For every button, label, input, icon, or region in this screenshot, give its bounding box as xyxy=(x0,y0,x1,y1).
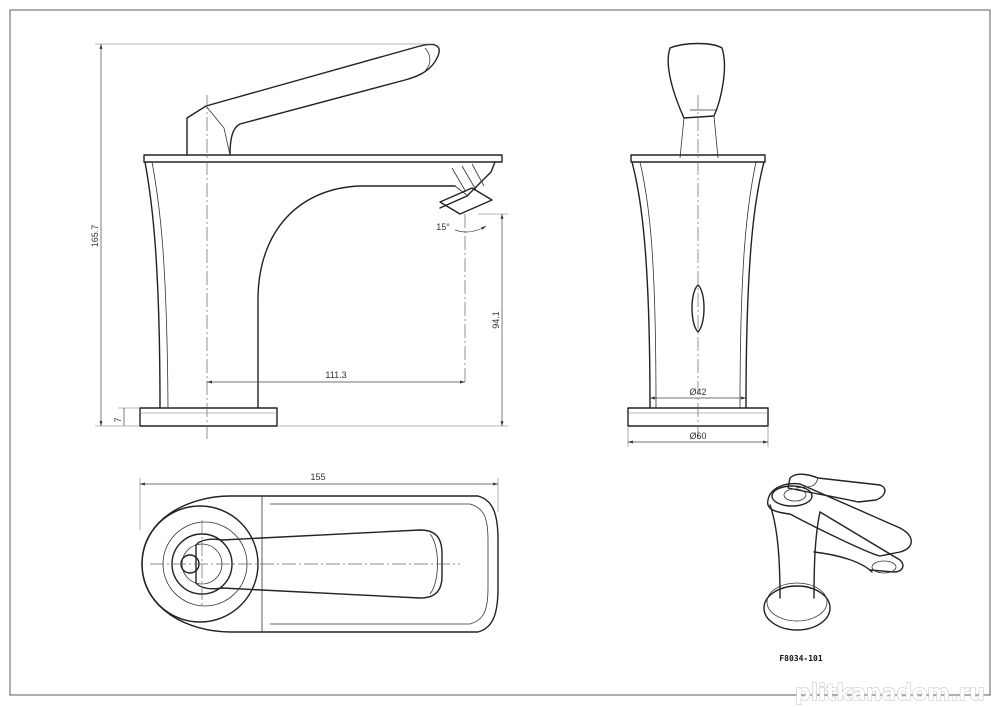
front-lever xyxy=(186,43,440,156)
dim-base-diameter: Ø60 xyxy=(689,431,706,441)
front-top-plate xyxy=(143,154,503,163)
watermark: plitkanadom.ru xyxy=(795,681,985,706)
side-view: Ø42 Ø60 xyxy=(627,42,769,447)
front-view: 165.7 7 94.1 111.3 15° xyxy=(90,43,508,440)
iso-lever xyxy=(787,473,886,503)
front-body xyxy=(144,161,161,409)
dim-spout-angle: 15° xyxy=(436,222,450,232)
top-view: 155 xyxy=(139,472,499,633)
model-label: F8034-101 xyxy=(779,654,823,663)
spout-aerator xyxy=(439,187,493,215)
dim-body-diameter: Ø42 xyxy=(689,387,706,397)
top-lever xyxy=(195,529,443,599)
side-handle xyxy=(667,42,726,119)
dim-spout-height: 94.1 xyxy=(491,311,501,329)
isometric-view: F8034-101 xyxy=(763,473,912,663)
drawing-frame xyxy=(9,9,991,696)
dim-reach: 111.3 xyxy=(325,370,346,380)
dim-base-height: 7 xyxy=(113,417,123,422)
dim-overall-height: 165.7 xyxy=(90,225,100,248)
iso-top-plate xyxy=(766,482,912,557)
dim-top-length: 155 xyxy=(310,472,325,482)
side-body xyxy=(631,161,765,409)
front-base xyxy=(139,407,278,427)
